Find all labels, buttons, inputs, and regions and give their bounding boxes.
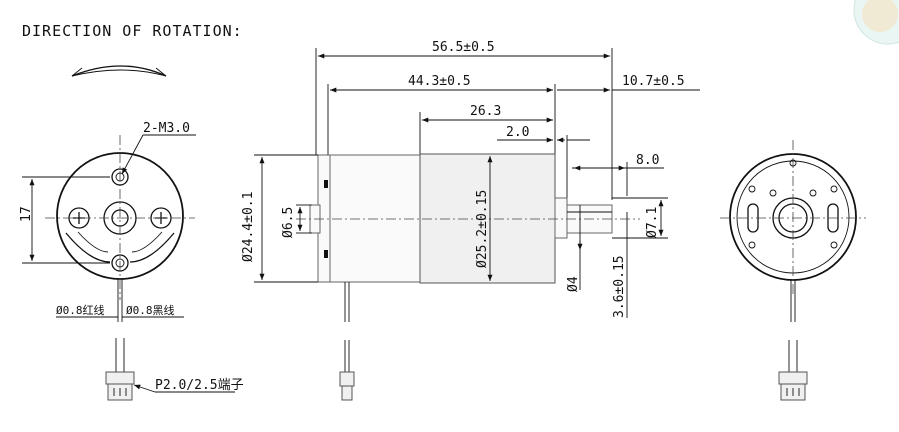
thread-callout-label: 2-M3.0	[143, 121, 190, 136]
connector-body	[105, 371, 135, 385]
front-boss-diameter-label: Ø7.1	[645, 207, 660, 238]
connector-label: P2.0/2.5端子	[155, 378, 244, 393]
red-wire-label: Ø0.8红线	[56, 303, 105, 317]
flat-height-label: 3.6±0.15	[612, 255, 627, 318]
body-length-label: 44.3±0.5	[408, 74, 471, 89]
overall-length-label: 56.5±0.5	[432, 40, 495, 55]
black-wire-label: Ø0.8黑线	[126, 303, 175, 317]
side-view: 56.5±0.5 44.3±0.5 10.7±0.5 26.3 2.0 8.0	[241, 40, 700, 401]
rear-connector-body	[778, 371, 808, 385]
can-length-label: 26.3	[470, 104, 501, 119]
side-connector-body	[339, 371, 355, 387]
rear-view	[720, 140, 866, 401]
rear-housing	[329, 154, 421, 283]
front-view: 17 2-M3.0 Ø0.8红线 Ø0.8黑线	[19, 121, 244, 401]
front-boss	[554, 197, 568, 239]
rear-diameter-label: Ø24.4±0.1	[241, 192, 256, 262]
shaft-length-label: 10.7±0.5	[622, 74, 685, 89]
height-dim-label: 17	[19, 206, 34, 222]
rotation-arrow-icon	[71, 65, 167, 77]
side-connector-plug	[341, 385, 353, 401]
flat-length-label: 8.0	[636, 153, 659, 168]
can-diameter-label: Ø25.2±0.15	[475, 190, 490, 268]
rear-boss-diameter-label: Ø6.5	[281, 207, 296, 238]
rotation-title: DIRECTION OF ROTATION:	[22, 22, 243, 40]
boss-length-label: 2.0	[506, 125, 529, 140]
corner-logo-icon	[853, 0, 899, 45]
shaft-diameter-label: Ø4	[566, 276, 581, 292]
